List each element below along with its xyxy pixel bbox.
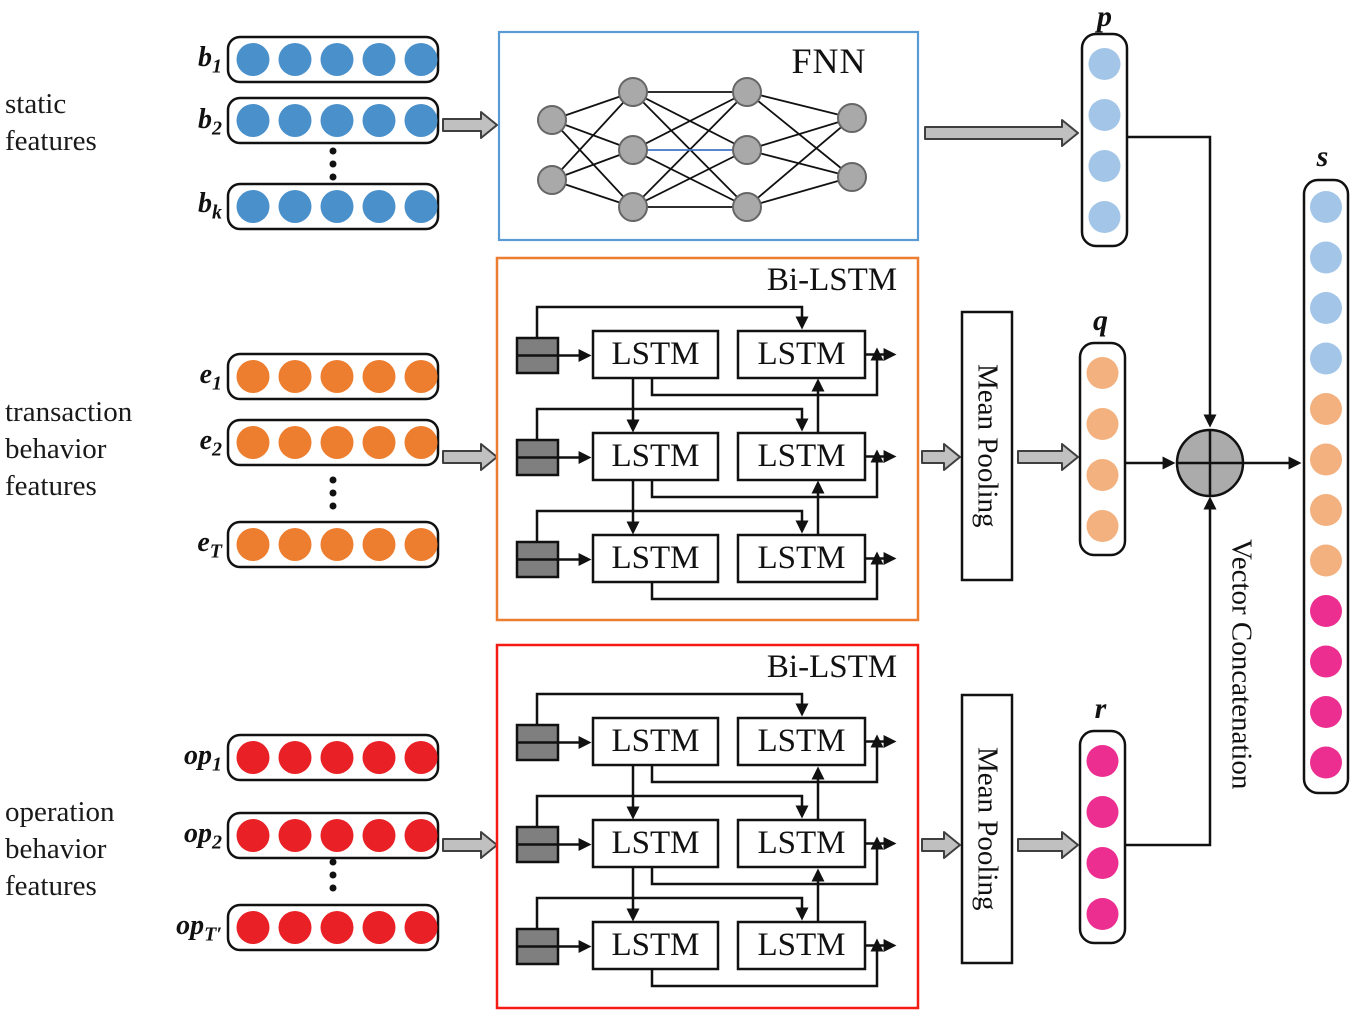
- ellipsis-dots-op: [329, 858, 337, 892]
- block-arrow-e-to-bilstm: [442, 443, 498, 471]
- lstm-box-label: LSTM: [757, 825, 846, 861]
- connector-p-to-concat: [1127, 135, 1217, 428]
- bilstm-operation-block: [495, 643, 920, 1010]
- lstm-box-label: LSTM: [611, 540, 700, 576]
- mean-pooling-label-top: Mean Pooling: [971, 364, 1004, 528]
- feature-vector-e1: [226, 352, 440, 401]
- block-arrow-bilstm-to-meanpool-bottom: [921, 831, 961, 859]
- operation-feature-vectors: [226, 733, 440, 952]
- vector-label-opT: opT′: [176, 910, 222, 946]
- block-arrow-bilstm-to-meanpool-top: [921, 443, 961, 471]
- output-vector-s: [1302, 178, 1350, 795]
- feature-vector-eT: [226, 520, 440, 569]
- feature-vector-e2: [226, 418, 440, 467]
- block-arrow-meanpool-to-q: [1017, 443, 1079, 471]
- feature-vector-op1: [226, 733, 440, 782]
- concatenation-connectors: [1125, 135, 1302, 847]
- lstm-box-label: LSTM: [611, 825, 700, 861]
- fnn-nodes: [537, 77, 867, 222]
- feature-vector-b2: [226, 96, 440, 145]
- output-vector-q: [1078, 341, 1127, 557]
- lstm-box-label: LSTM: [757, 927, 846, 963]
- mean-pooling-label-bottom: Mean Pooling: [971, 747, 1004, 911]
- lstm-box-label: LSTM: [757, 438, 846, 474]
- output-vector-p: [1080, 32, 1129, 248]
- block-arrows: [442, 111, 1079, 859]
- block-arrow-meanpool-to-r: [1017, 831, 1079, 859]
- block-arrow-fnn-to-p: [924, 119, 1079, 147]
- vector-label-bk: bk: [198, 188, 222, 224]
- block-arrow-op-to-bilstm: [442, 831, 498, 859]
- transaction-feature-vectors: [226, 352, 440, 569]
- vector-label-op2: op2: [184, 818, 222, 854]
- static-feature-vectors: [226, 35, 440, 231]
- lstm-box-label: LSTM: [611, 927, 700, 963]
- connector-r-to-concat: [1125, 496, 1217, 847]
- ellipsis-dots-b: [329, 147, 337, 181]
- output-label-q: q: [1093, 304, 1108, 337]
- caption-operation-features: operation behavior features: [5, 796, 115, 902]
- lstm-box-label: LSTM: [611, 723, 700, 759]
- bilstm-operation-label: Bi-LSTM: [766, 649, 898, 685]
- feature-vector-bk: [226, 182, 440, 231]
- output-label-r: r: [1094, 692, 1107, 725]
- bilstm-transaction-label: Bi-LSTM: [766, 262, 898, 298]
- vector-label-e2: e2: [199, 425, 222, 461]
- output-label-s: s: [1316, 140, 1329, 173]
- fnn-label: FNN: [791, 41, 867, 81]
- bilstm-transaction-block: [495, 256, 920, 622]
- output-vector-r: [1078, 729, 1127, 945]
- feature-vector-b1: [226, 35, 440, 84]
- vector-concatenation-label: Vector Concatenation: [1225, 538, 1258, 790]
- vector-label-eT: eT: [197, 527, 222, 563]
- caption-static-features: static features: [5, 88, 97, 157]
- mean-pooling-box-bottom: [960, 693, 1014, 965]
- vector-label-b1: b1: [198, 42, 222, 78]
- lstm-box-label: LSTM: [757, 336, 846, 372]
- ellipsis-dots-e: [329, 476, 337, 510]
- feature-vector-op2: [226, 811, 440, 860]
- vector-label-e1: e1: [199, 359, 222, 395]
- lstm-box-label: LSTM: [611, 438, 700, 474]
- vector-label-b2: b2: [198, 104, 222, 140]
- lstm-box-label: LSTM: [757, 723, 846, 759]
- fnn-block: [497, 30, 920, 242]
- feature-vector-opT: [226, 903, 440, 952]
- vector-concatenation-node: [1175, 428, 1245, 498]
- caption-transaction-features: transaction behavior features: [5, 396, 133, 502]
- mean-pooling-box-top: [960, 310, 1014, 582]
- vector-label-op1: op1: [184, 740, 222, 776]
- output-label-p: p: [1097, 0, 1112, 33]
- block-arrow-b-to-fnn: [442, 111, 498, 139]
- lstm-box-label: LSTM: [757, 540, 846, 576]
- lstm-box-label: LSTM: [611, 336, 700, 372]
